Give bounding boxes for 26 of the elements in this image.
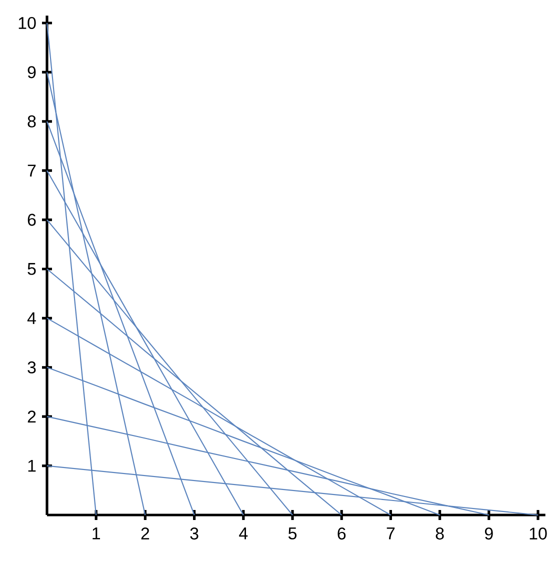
y-tick-label: 7 — [28, 164, 36, 176]
x-tick-label: 4 — [239, 528, 248, 540]
y-tick-label: 3 — [28, 361, 36, 374]
y-tick-label: 5 — [28, 263, 36, 275]
y-tick-label: 10 — [18, 16, 36, 30]
y-tick-label: 4 — [27, 312, 36, 324]
x-tick-label: 2 — [141, 528, 150, 540]
line-series — [46, 416, 490, 516]
x-tick-label: 8 — [436, 528, 444, 540]
x-tick-label: 3 — [190, 528, 198, 540]
y-tick-label: 1 — [28, 460, 36, 472]
y-tick-label: 8 — [28, 115, 36, 128]
line-chart: 1 2 3 4 5 6 7 8 9 10 1 2 3 4 5 6 7 8 9 10 — [18, 16, 547, 540]
line-series — [46, 170, 244, 516]
x-tick-label: 7 — [386, 528, 395, 540]
x-tick-label: 5 — [288, 528, 297, 540]
y-tick-label: 2 — [28, 410, 36, 423]
x-tick-label: 9 — [484, 528, 493, 540]
x-tick-label: 6 — [338, 528, 346, 540]
line-series — [46, 318, 392, 516]
x-tick-label: 1 — [92, 528, 100, 540]
x-tick-label: 10 — [530, 528, 547, 540]
y-tick-label: 6 — [28, 214, 36, 226]
line-series — [46, 366, 440, 516]
y-tick-label: 9 — [28, 66, 36, 78]
line-series — [46, 120, 195, 516]
